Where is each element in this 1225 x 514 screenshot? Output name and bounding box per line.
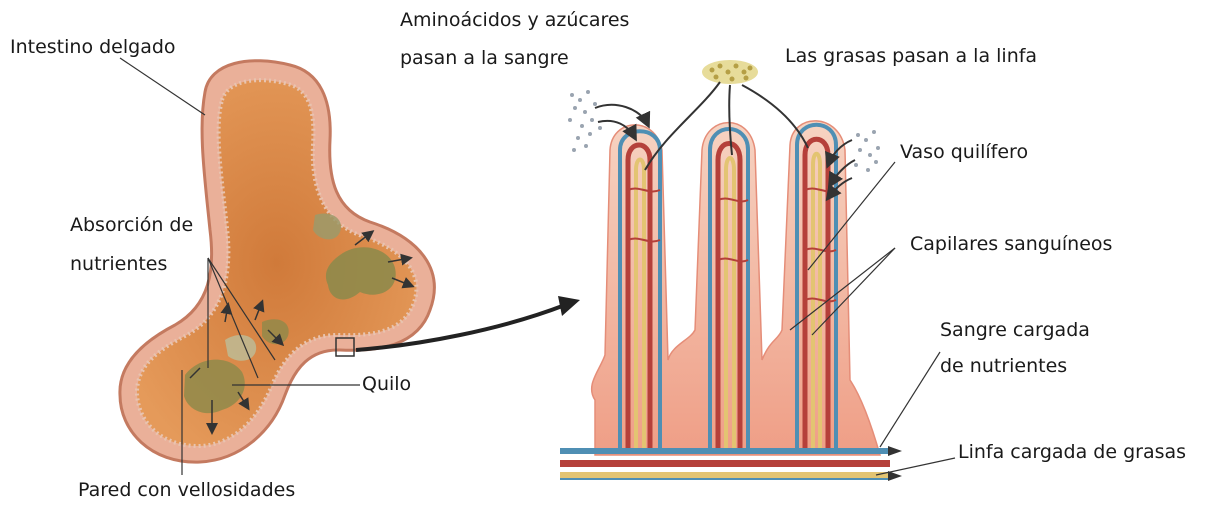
vein-band (560, 448, 890, 454)
label-aminoacidos-line1: Aminoácidos y azúcares (400, 8, 629, 34)
label-quilo: Quilo (362, 372, 411, 398)
label-pared-vellosidades: Pared con vellosidades (78, 478, 295, 504)
label-sangre-line1: Sangre cargada (940, 318, 1090, 344)
label-vaso-quilifero: Vaso quilífero (900, 140, 1028, 166)
chyle-patch (225, 335, 256, 361)
zoom-arrow-head (558, 296, 580, 316)
label-linfa-cargada: Linfa cargada de grasas (958, 440, 1186, 466)
label-grasas-linfa: Las grasas pasan a la linfa (785, 44, 1037, 70)
artery-band (560, 460, 890, 467)
label-capilares-sanguineos: Capilares sanguíneos (910, 232, 1112, 258)
label-intestino-delgado: Intestino delgado (10, 35, 176, 61)
label-aminoacidos-line2: pasan a la sangre (400, 46, 569, 72)
label-absorcion-line1: Absorción de (70, 213, 193, 239)
nutrient-cluster-right (854, 130, 880, 172)
label-sangre-line2: de nutrientes (940, 354, 1067, 380)
villi-cross-section (560, 60, 902, 481)
nutrient-cluster-left (568, 90, 602, 152)
chyle-patch (262, 319, 289, 344)
label-absorcion-line2: nutrientes (70, 252, 167, 278)
lacteal-band (560, 472, 890, 478)
fat-cluster (702, 60, 758, 84)
